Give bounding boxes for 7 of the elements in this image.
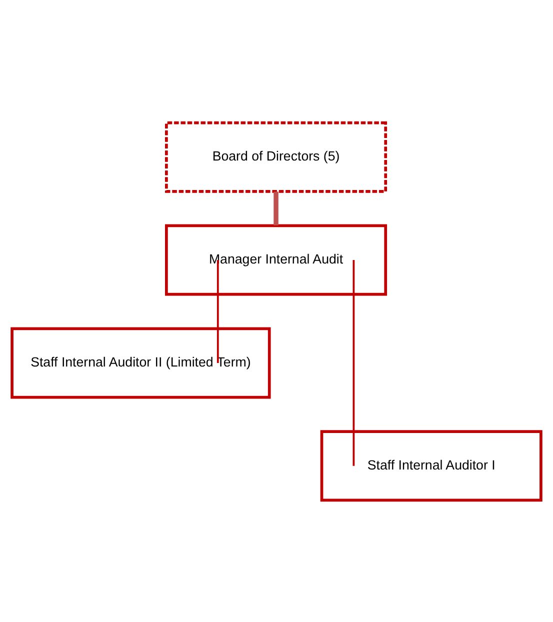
node-box: Staff Internal Auditor II (Limited Term) bbox=[10, 326, 271, 398]
connector bbox=[216, 260, 219, 362]
connector bbox=[274, 191, 278, 225]
node-box: Staff Internal Auditor I bbox=[320, 430, 542, 502]
node-box: Manager Internal Audit bbox=[165, 224, 388, 296]
node-box: Board of Directors (5) bbox=[165, 120, 388, 192]
connector bbox=[352, 260, 355, 466]
